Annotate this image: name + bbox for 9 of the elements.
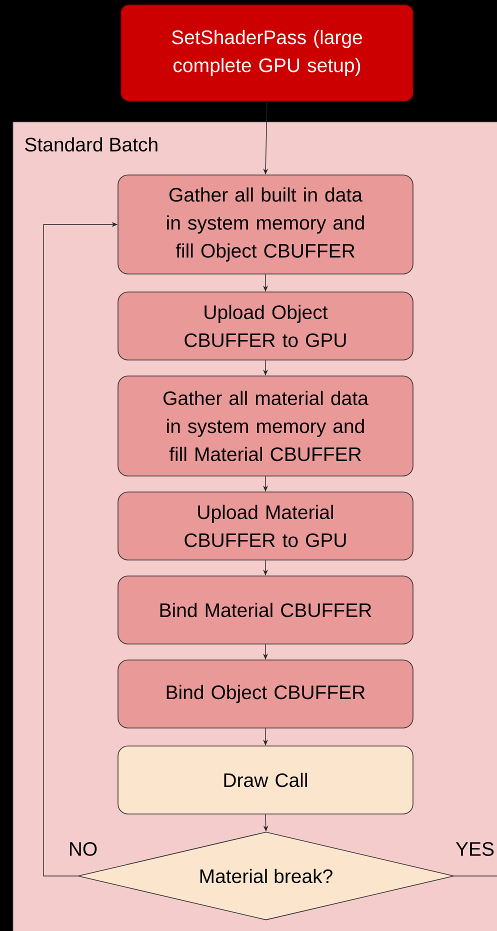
- process-box: Bind Object CBUFFER: [118, 660, 414, 728]
- edge-label: YES: [454, 841, 496, 857]
- process-box: Gather all material data in system memory and fill Material CBUFFER: [118, 376, 414, 476]
- process-box: Bind Material CBUFFER: [118, 576, 414, 644]
- process-box: Upload Material CBUFFER to GPU: [118, 492, 414, 560]
- process-box: Upload Object CBUFFER to GPU: [118, 292, 414, 360]
- process-box: SetShaderPass (large complete GPU setup): [120, 4, 414, 102]
- process-box: Gather all built in data in system memory and fill Object CBUFFER: [118, 174, 414, 274]
- process-box: Draw Call: [118, 746, 414, 814]
